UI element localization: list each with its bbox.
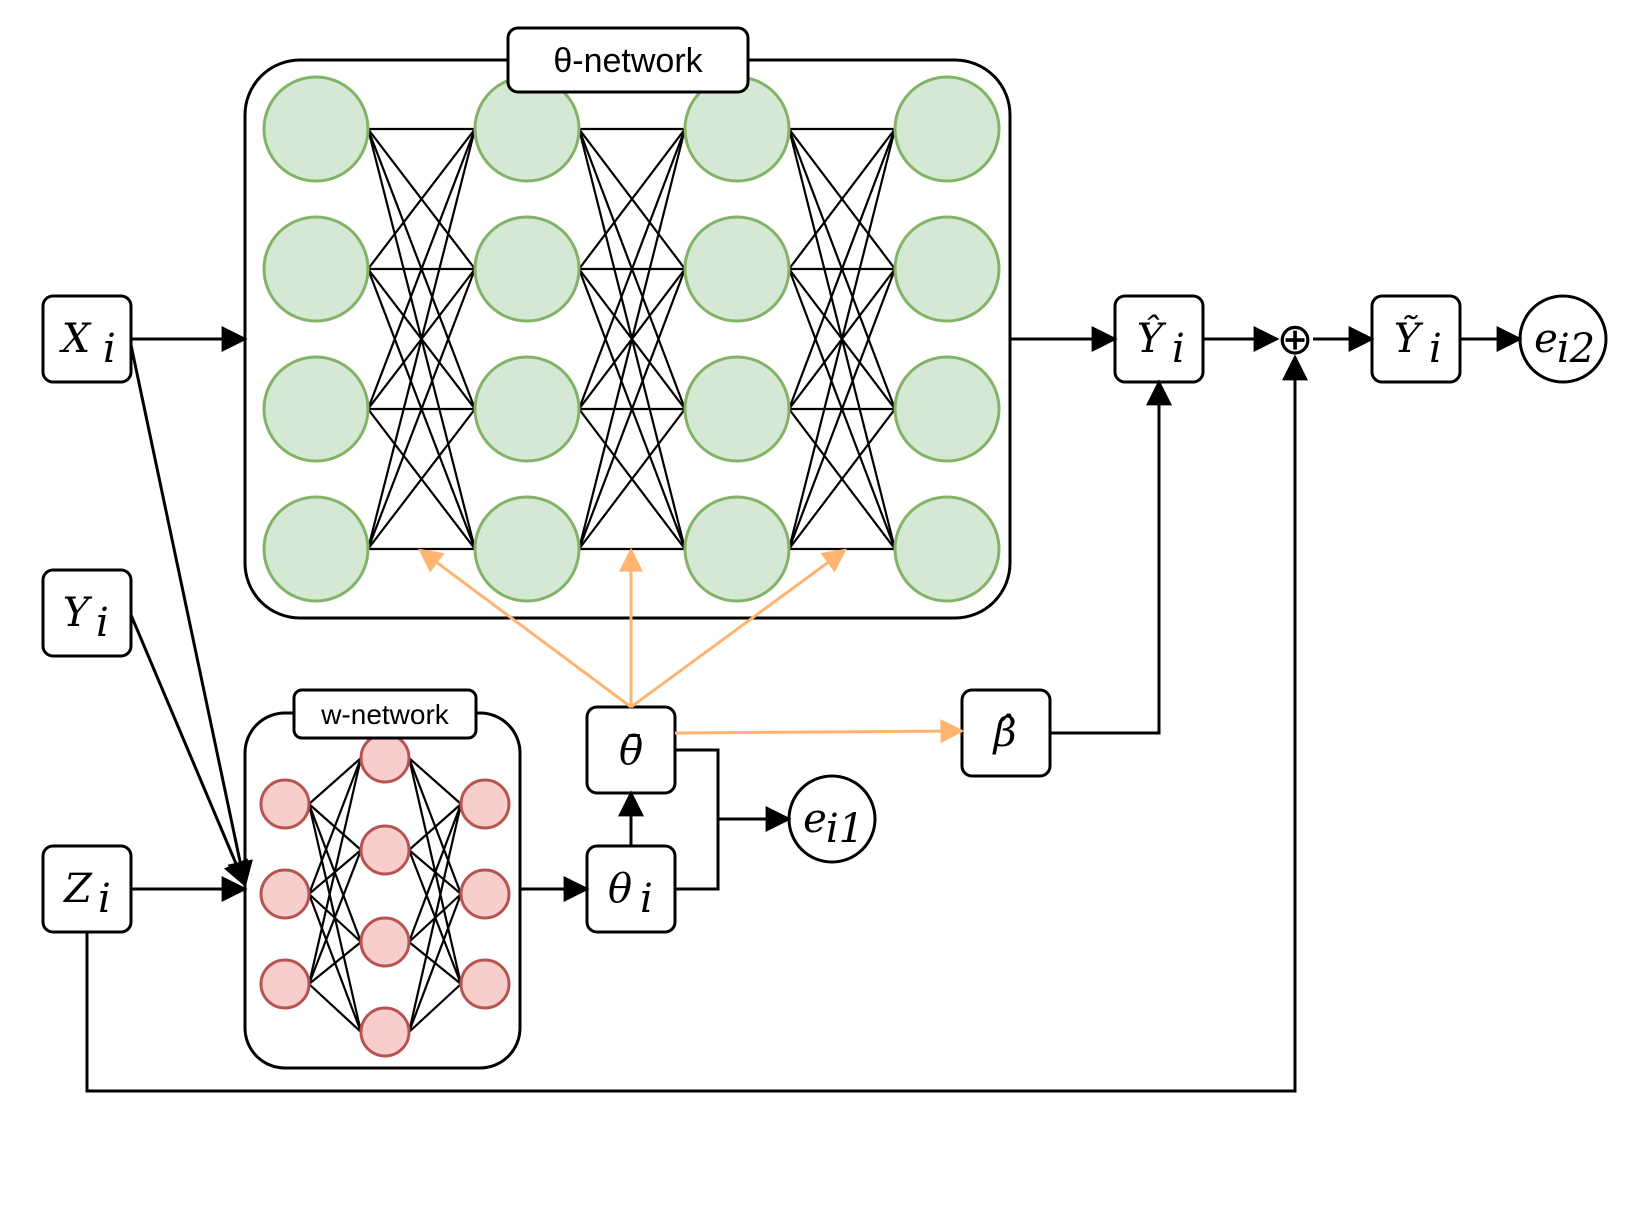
y-tilde-node: Ỹ i [1370, 294, 1462, 384]
w-network-edges [307, 757, 463, 1033]
w-neuron [459, 958, 511, 1010]
input-z: Z i [41, 844, 133, 934]
w-edge [408, 757, 462, 805]
theta-edge [577, 128, 687, 410]
theta-edge [578, 408, 686, 550]
input-z-label: Z [62, 866, 93, 912]
theta-neuron [473, 215, 581, 323]
input-y-subscript: i [96, 600, 109, 646]
theta-neuron [473, 495, 581, 603]
theta-neuron [893, 355, 1001, 463]
theta-neuron [262, 215, 370, 323]
theta-neuron [262, 75, 370, 183]
w-edge [408, 803, 462, 851]
theta-neuron [262, 355, 370, 463]
output-e-i1: e i1 [787, 774, 877, 864]
y-tilde-label: Ỹ [1394, 315, 1424, 362]
input-z-subscript: i [98, 876, 111, 922]
output-e-i2-subscript: i2 [1557, 326, 1595, 372]
w-edge [308, 757, 362, 805]
input-x-subscript: i [103, 326, 116, 372]
output-e-i2: e i2 [1518, 294, 1608, 384]
w-edge [307, 849, 363, 985]
w-edge [308, 983, 362, 1033]
theta-bar-label: θ̄ [619, 728, 643, 774]
theta-edge [577, 268, 687, 550]
theta-i-node: θ i [585, 844, 677, 934]
theta-neuron [262, 495, 370, 603]
w-neuron [459, 778, 511, 830]
output-e-i1-subscript: i1 [826, 806, 864, 852]
theta-neuron [683, 355, 791, 463]
theta-edge [367, 408, 476, 550]
w-edge [307, 757, 363, 895]
input-x: X i [41, 294, 133, 384]
w-edge [408, 983, 462, 1033]
theta-network-edges [366, 127, 897, 551]
arrow-beta-hat-to-y-hat [1050, 379, 1172, 735]
theta-network-nodes [262, 75, 1001, 603]
w-edge [407, 893, 463, 1033]
theta-network-title-box [506, 26, 750, 94]
arrow-y-to-w-network [129, 614, 248, 888]
theta-network-title: θ-network [553, 42, 703, 80]
theta-edge [366, 128, 477, 550]
input-y-label: Y [63, 590, 93, 636]
w-network-title: w-network [320, 699, 450, 730]
bracket-theta-to-e-i1 [675, 748, 720, 891]
param-arrow-layer1 [418, 548, 632, 709]
beta-hat-node: β̂ [960, 688, 1052, 778]
theta-edge [787, 268, 897, 550]
theta-neuron [893, 75, 1001, 183]
w-edge [307, 757, 363, 985]
theta-edge [787, 128, 897, 410]
w-neuron [259, 778, 311, 830]
w-network-nodes [259, 732, 511, 1058]
theta-edge [577, 128, 687, 550]
theta-edge [787, 128, 897, 550]
theta-edge [788, 128, 896, 270]
arrow-x-to-w-network [129, 344, 253, 888]
w-edge [407, 803, 463, 943]
y-hat-label: Ŷ [1137, 315, 1167, 362]
theta-neuron [473, 355, 581, 463]
input-x-label: X [59, 316, 92, 362]
output-e-i2-label: e [1534, 316, 1558, 362]
beta-hat-label: β̂ [991, 710, 1016, 756]
theta-i-label: θ [608, 866, 632, 912]
w-edge [407, 803, 463, 1033]
w-neuron [359, 1006, 411, 1058]
w-neuron [359, 824, 411, 876]
theta-edge [366, 268, 477, 550]
theta-edge [366, 128, 477, 410]
output-e-i1-label: e [803, 796, 827, 842]
w-neuron [459, 868, 511, 920]
w-neuron [259, 958, 311, 1010]
param-arrow-theta-bar-to-beta-hat [674, 719, 965, 744]
flow-arrows [85, 326, 1523, 1093]
arrow-z-to-sum [85, 354, 1308, 1093]
y-tilde-subscript: i [1429, 326, 1442, 372]
theta-neuron [683, 215, 791, 323]
w-neuron [259, 868, 311, 920]
theta-neuron [683, 495, 791, 603]
theta-bar-node: θ̄ [585, 705, 677, 795]
theta-neuron [893, 495, 1001, 603]
y-hat-node: Ŷ i [1113, 294, 1205, 384]
w-network-title-box [292, 688, 478, 740]
theta-edge [367, 128, 476, 270]
y-hat-subscript: i [1172, 326, 1185, 372]
w-edge [308, 941, 362, 985]
theta-i-subscript: i [640, 876, 653, 922]
theta-edge [788, 408, 896, 550]
parameter-flow-arrows [418, 547, 965, 744]
theta-edge [578, 128, 686, 270]
param-arrow-layer3 [630, 548, 847, 709]
theta-neuron [893, 215, 1001, 323]
w-neuron [359, 916, 411, 968]
input-y: Y i [41, 568, 133, 658]
w-neuron [359, 732, 411, 784]
